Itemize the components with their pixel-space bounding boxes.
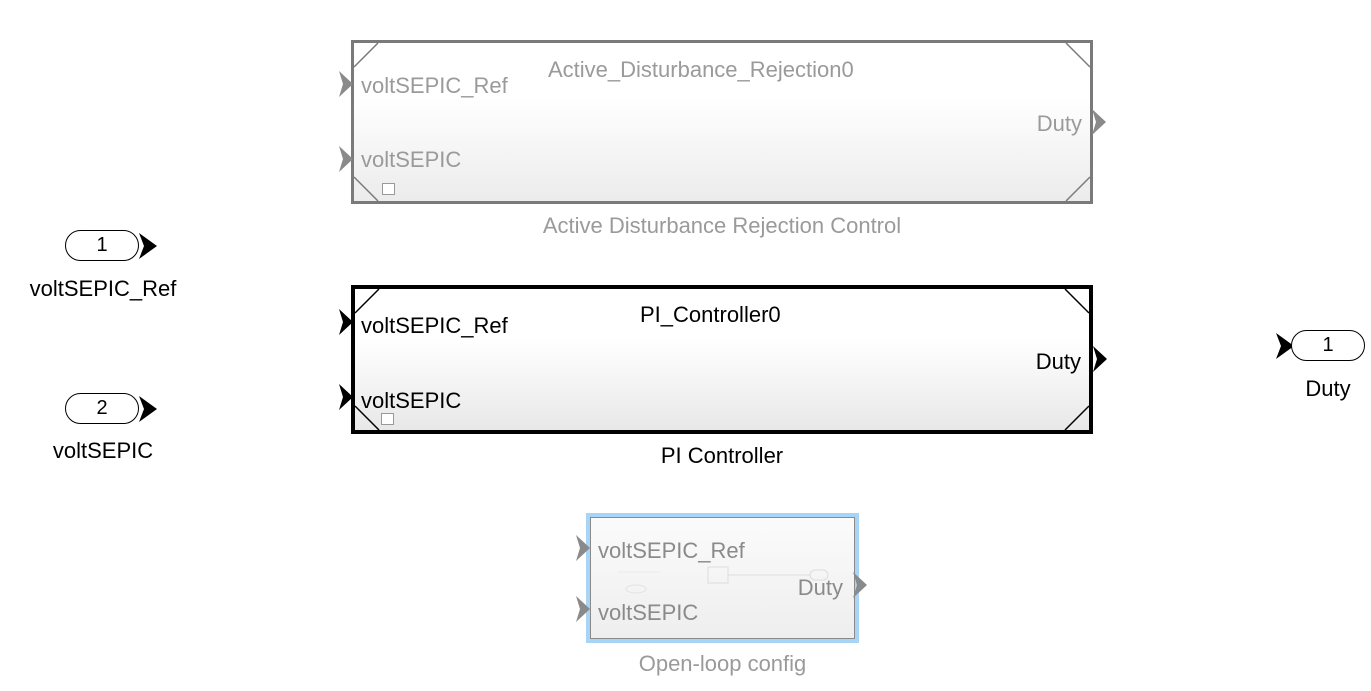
inport-1-number: 1 [65,230,139,261]
inport-1-label: voltSEPIC_Ref [29,276,177,301]
openloop-out-arrow[interactable] [853,572,869,598]
inport-2-label: voltSEPIC [52,438,154,463]
inport-1-arrow [139,233,157,259]
adrc-in1-arrow[interactable] [339,71,355,97]
subsystem-link-icon [382,183,395,195]
openloop-subsystem-block[interactable]: voltSEPIC_Ref voltSEPIC Duty [586,513,859,643]
pi-port-in1-label: voltSEPIC_Ref [361,313,508,338]
openloop-port-out-label: Duty [797,575,843,600]
adrc-out-arrow[interactable] [1092,109,1108,135]
adrc-port-out-label: Duty [1036,111,1082,136]
openloop-caption: Open-loop config [638,651,807,676]
pi-block-title: PI_Controller0 [640,302,781,327]
adrc-subsystem-block[interactable]: Active_Disturbance_Rejection0 voltSEPIC_… [351,40,1093,204]
openloop-port-in1-label: voltSEPIC_Ref [598,538,745,563]
outport-1-number: 1 [1291,330,1365,361]
inport-2-arrow [139,396,157,422]
adrc-port-in2-label: voltSEPIC [361,147,462,172]
corner-mark [1064,289,1089,314]
corner-mark [355,405,380,430]
corner-mark [1065,176,1090,201]
subsystem-link-icon [381,413,394,425]
adrc-block-title: Active_Disturbance_Rejection0 [548,57,854,82]
openloop-preview-thumbnail [618,566,829,594]
pi-out-arrow[interactable] [1093,346,1109,372]
outport-1-arrow [1276,333,1294,359]
inport-2-number: 2 [65,393,139,424]
adrc-port-in1-label: voltSEPIC_Ref [361,73,508,98]
outport-1-label: Duty [1305,376,1351,401]
pi-controller-subsystem-block[interactable]: PI_Controller0 voltSEPIC_Ref voltSEPIC D… [351,285,1093,434]
pi-port-out-label: Duty [1035,349,1081,374]
corner-mark [1064,405,1089,430]
openloop-in2-arrow[interactable] [576,596,592,622]
openloop-port-in2-label: voltSEPIC [598,600,699,625]
pi-in1-arrow[interactable] [339,309,355,335]
corner-mark [1065,43,1090,68]
corner-mark [354,176,379,201]
pi-caption: PI Controller [660,443,784,468]
corner-mark [354,43,379,68]
corner-mark [355,289,380,314]
openloop-in1-arrow[interactable] [576,535,592,561]
pi-in2-arrow[interactable] [339,384,355,410]
adrc-caption: Active Disturbance Rejection Control [542,213,902,238]
pi-port-in2-label: voltSEPIC [361,388,462,413]
adrc-in2-arrow[interactable] [339,146,355,172]
